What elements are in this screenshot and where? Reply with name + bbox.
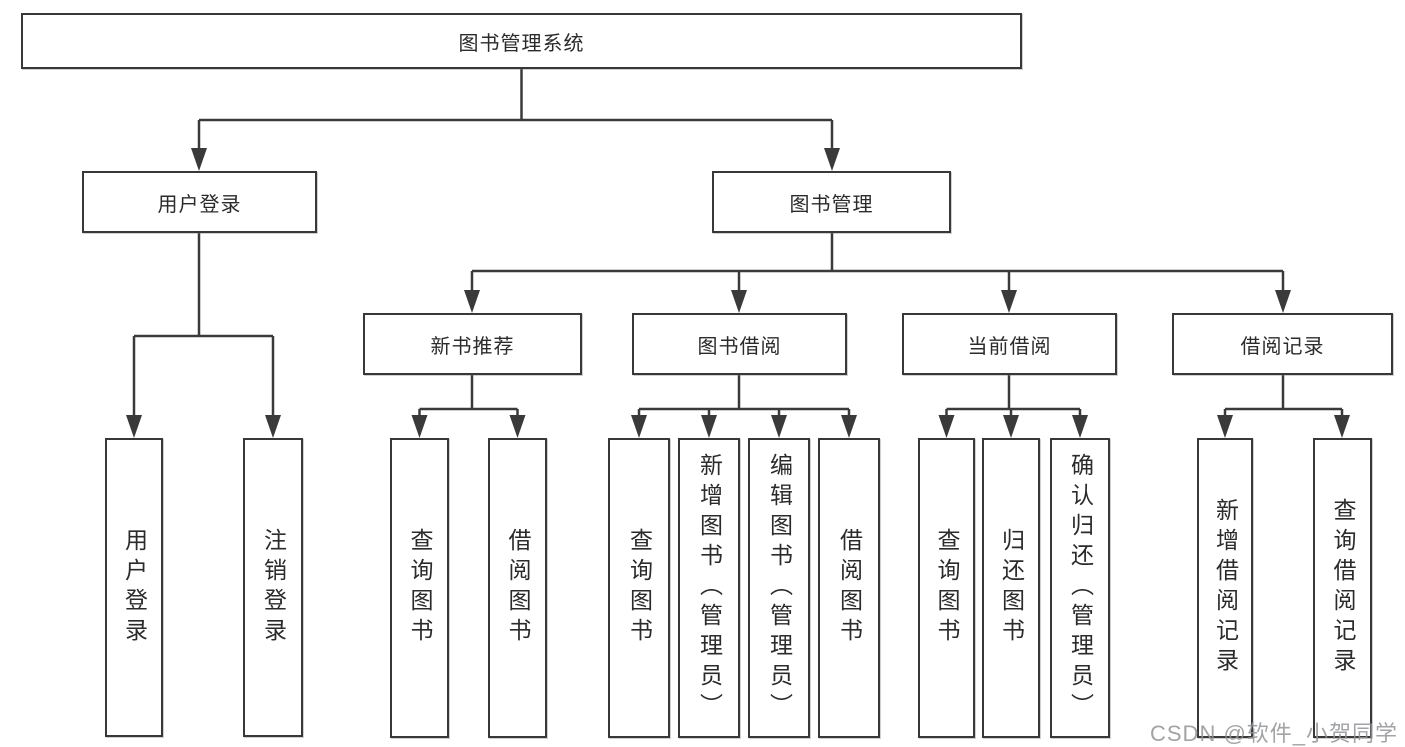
leaf-node-return-books: 归还图书: [982, 438, 1040, 738]
group-node-borrow-records: 借阅记录: [1172, 313, 1393, 375]
leaf-node-edit-book-admin: 编辑图书（管理员）: [748, 438, 810, 738]
leaf-node-query-books-current: 查询图书: [918, 438, 975, 738]
group-node-book-borrow: 图书借阅: [632, 313, 847, 375]
group-node-current-borrow: 当前借阅: [902, 313, 1117, 375]
root-node-library-system: 图书管理系统: [21, 13, 1022, 69]
group-node-new-book-recommend: 新书推荐: [363, 313, 582, 375]
leaf-node-borrow-books-recommend: 借阅图书: [488, 438, 547, 738]
leaf-node-confirm-return-admin: 确认归还（管理员）: [1050, 438, 1110, 738]
leaf-node-borrow-books: 借阅图书: [818, 438, 880, 738]
leaf-node-add-book-admin: 新增图书（管理员）: [678, 438, 740, 738]
leaf-node-query-borrow-record: 查询借阅记录: [1313, 438, 1372, 738]
leaf-node-query-books-borrow: 查询图书: [608, 438, 670, 738]
leaf-node-user-login: 用户登录: [105, 438, 163, 737]
leaf-node-add-borrow-record: 新增借阅记录: [1197, 438, 1253, 738]
leaf-node-query-books-recommend: 查询图书: [390, 438, 449, 738]
arrowhead-icons: [126, 148, 1350, 438]
csdn-watermark: CSDN @软件_小贺同学: [1150, 721, 1399, 746]
branch-node-book-management: 图书管理: [712, 171, 951, 233]
branch-node-user-login: 用户登录: [82, 171, 317, 233]
leaf-node-logout: 注销登录: [243, 438, 303, 737]
